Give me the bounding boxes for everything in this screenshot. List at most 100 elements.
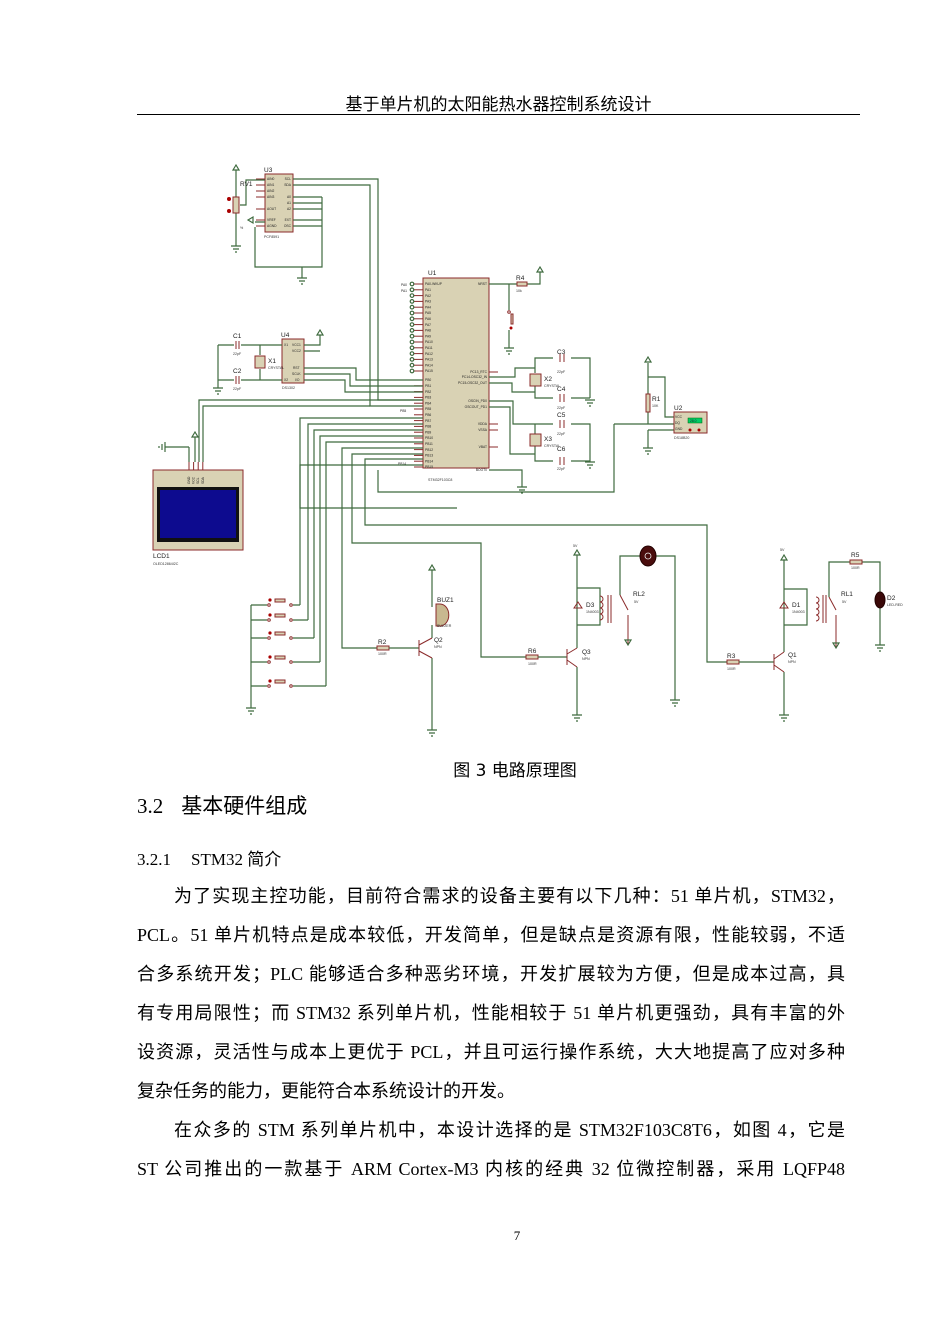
pin-terminal-icon [409, 322, 415, 328]
u1-pin-label: PB12 [425, 448, 433, 452]
pin-terminal-icon [409, 362, 415, 368]
pin-terminal-icon [409, 310, 415, 316]
d3-value: 1N4003 [586, 610, 599, 614]
subsection-title: STM32 简介 [191, 850, 282, 869]
rv1-potentiometer: RV1 % [227, 163, 265, 253]
u1-stm32: U1 STM32F103C8 PA0-WKUPPA1PA2PA3PA4PA5PA… [398, 270, 498, 482]
push-button [251, 613, 308, 622]
lcd-pin-label: GND [187, 476, 191, 484]
c5-value: 22pF [557, 432, 566, 436]
q3-supply-label: 5V [573, 544, 578, 548]
net-pa0: PA0 [401, 283, 407, 287]
x1-label: X1 [268, 358, 276, 365]
u3-pin-label: AIN2 [267, 189, 274, 193]
u1-part: STM32F103C8 [428, 478, 452, 482]
d2-label: D2 [887, 595, 896, 602]
x2-value: CRYSTAL [544, 384, 560, 388]
paragraph-line: PCL。51 单片机特点是成本较低，开发简单，但是缺点是资源有限，性能较弱，不适 [137, 925, 845, 945]
pin-terminal-icon [409, 333, 415, 339]
u4-pin: RST [293, 366, 300, 370]
u3-pcf8591: U3 PCF8591 AIN0AIN1AIN2AIN3AOUTVREFAGNDS… [256, 167, 300, 239]
u1-pin-label: PB14 [425, 459, 433, 463]
u3-pin-label: AOUT [267, 207, 276, 211]
u1-pin-label: NRST [478, 282, 487, 286]
u1-pin-label: PB8 [425, 425, 431, 429]
u1-pin-label: PA10 [425, 340, 433, 344]
pin-terminal-icon [409, 316, 415, 322]
button-bus-wires [299, 417, 423, 686]
u2-pin: DQ [675, 421, 680, 425]
u3-pin-label: VREF [267, 218, 276, 222]
pin-terminal-icon [409, 299, 415, 304]
c6-value: 22pF [557, 467, 566, 471]
pin-terminal-icon [409, 339, 415, 345]
u3-part: PCF8591 [264, 235, 279, 239]
u2-ds18b20: 28.0 VCC DQ GND U2 DS18B20 R1 10K [377, 355, 708, 493]
rl1-label: RL1 [841, 591, 853, 598]
x1-value: CRYSTAL [268, 366, 284, 370]
u1-pin-label: PB3 [425, 396, 431, 400]
u1-pin-label: PA4 [425, 305, 431, 309]
page-header-title: 基于单片机的太阳能热水器控制系统设计 [345, 95, 652, 114]
push-button [251, 631, 314, 640]
q2-label: Q2 [434, 637, 443, 644]
push-button [251, 655, 320, 664]
buz1-part: BUZZER [437, 624, 452, 628]
pin-terminal-icon [409, 328, 415, 333]
r5-value: 100R [851, 566, 860, 570]
u1-pin-label: PA0-WKUP [425, 282, 443, 286]
u1-pin-label: PA8 [425, 329, 431, 333]
rl2-label: RL2 [633, 591, 645, 598]
lcd1-label: LCD1 [153, 553, 170, 560]
oscillator-circuits: C3 22pF C4 22pF C5 22pF C6 22pF X2 CRYST… [489, 349, 595, 494]
buz1-label: BUZ1 [437, 597, 454, 604]
u1-pin-label: PA12 [425, 352, 433, 356]
u1-pin-label: PA5 [425, 311, 431, 315]
u4-part: DS1302 [282, 386, 295, 390]
c2-label: C2 [233, 368, 242, 375]
r4-label: R4 [516, 275, 525, 282]
d1-label: D1 [792, 602, 801, 609]
rv1-value: % [240, 226, 244, 230]
u1-pin-label: BOOT0 [476, 468, 487, 472]
u3-wiring [246, 196, 323, 285]
q1-supply-label: 5V [780, 548, 785, 552]
u3-pin-label: AIN3 [267, 195, 274, 199]
u1-pin-label: PB4 [425, 401, 431, 405]
header-rule [137, 114, 860, 115]
u3-pin-label: SCL [285, 177, 292, 181]
u1-pin-label: PB7 [425, 419, 431, 423]
lcd1-part: OLED12864I2C [153, 562, 179, 566]
motor-relay-driver: 5V D3 1N4003 RL2 5V R6 100R Q3 NPN [525, 544, 680, 722]
u1-pin-label: PB1 [425, 384, 431, 388]
d2-part: LED-RED [887, 603, 903, 607]
push-button [251, 598, 300, 607]
net-pb5: PB5 [400, 409, 406, 413]
u2-label: U2 [674, 405, 683, 412]
r1-label: R1 [652, 396, 661, 403]
net-pa1: PA1 [401, 289, 407, 293]
u3-pin-label: A0 [287, 195, 291, 199]
lcd-pin-label: SCL [196, 477, 200, 484]
u4-pin: VCC2 [292, 349, 301, 353]
d3-label: D3 [586, 602, 595, 609]
u1-pin-label: PB5 [425, 407, 431, 411]
figure-caption: 图 3 电路原理图 [453, 761, 577, 781]
u1-pin-label: PA7 [425, 323, 431, 327]
paragraph-line: 为了实现主控功能，目前符合需求的设备主要有以下几种：51 单片机，STM32， [174, 886, 845, 906]
u3-pin-label: SDA [284, 183, 292, 187]
paragraph-line: 有专用局限性；而 STM32 系列单片机，性能相较于 51 单片机更强劲，具有丰… [137, 1003, 845, 1023]
paragraph-line: 在众多的 STM 系列单片机中，本设计选择的是 STM32F103C8T6，如图… [174, 1120, 845, 1140]
u4-ds1302: U4 DS1302 X1 X2 VCC1 VCC2 RST SCLK I/O C… [213, 328, 423, 395]
u1-pin-label: PA14 [425, 363, 433, 367]
u1-pin-label: VSSA [478, 428, 488, 432]
c3-value: 22pF [557, 370, 566, 374]
lcd-pin-label: VCC [192, 476, 196, 484]
u3-pin-label: A2 [287, 207, 291, 211]
c4-label: C4 [557, 386, 566, 393]
u1-pin-label: PA3 [425, 300, 431, 304]
d1-value: 1N4003 [792, 610, 805, 614]
u3-pin-label: EXT [285, 218, 291, 222]
